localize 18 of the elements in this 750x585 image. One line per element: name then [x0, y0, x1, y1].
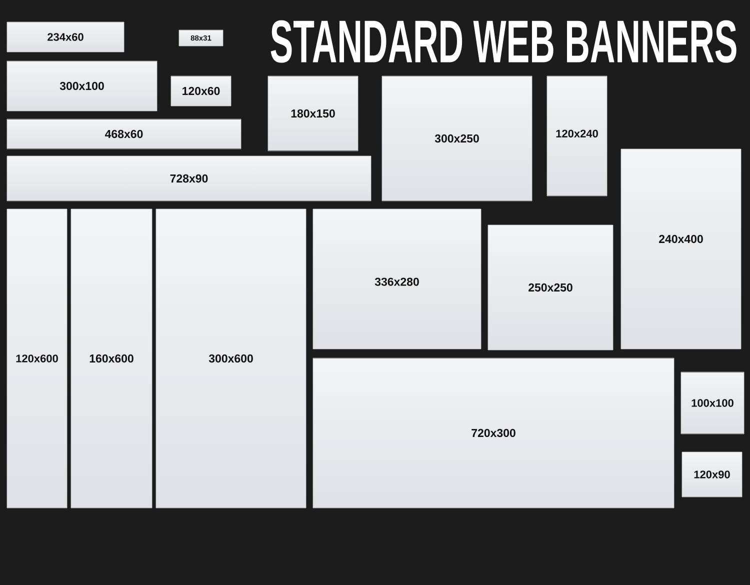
banner-box: 120x600	[6, 208, 68, 508]
banner-box: 468x60	[6, 118, 242, 150]
banner-box: 336x280	[312, 208, 482, 350]
banner-box: 300x250	[382, 76, 532, 202]
banner-box: 720x300	[312, 358, 674, 508]
banner-box: 300x600	[156, 208, 306, 508]
banner-box: 240x400	[620, 148, 742, 350]
banner-box: 100x100	[680, 372, 744, 434]
banner-box: 300x100	[6, 60, 158, 112]
title: STANDARD WEB BANNERS	[270, 20, 736, 63]
banner-box: 728x90	[6, 156, 372, 202]
banner-box: 120x240	[546, 76, 608, 196]
banner-box: 120x60	[170, 76, 232, 106]
banner-box: 120x90	[682, 452, 742, 498]
banner-box: 180x150	[268, 76, 358, 152]
banner-box: 250x250	[488, 224, 614, 350]
banner-box: 234x60	[6, 22, 124, 52]
banner-box: 160x600	[70, 208, 152, 508]
